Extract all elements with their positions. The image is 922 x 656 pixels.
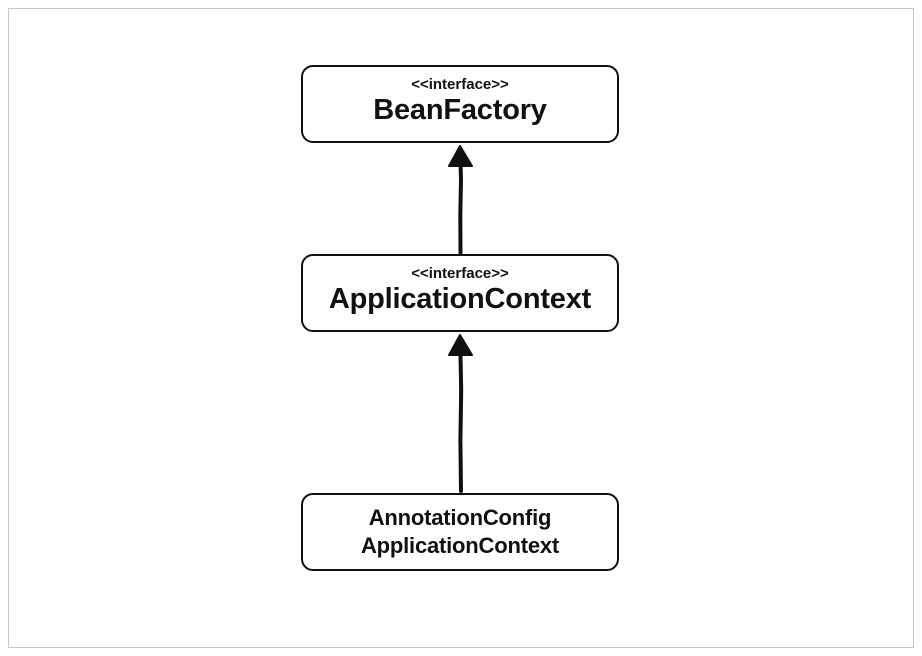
node-name: ApplicationContext [328,283,592,315]
node-applicationcontext: <<interface>> ApplicationContext [301,254,619,332]
node-stereotype: <<interface>> [411,265,509,282]
node-annotationconfigapplicationcontext: AnnotationConfig ApplicationContext [301,493,619,571]
node-name: BeanFactory [373,94,547,126]
node-name-line-1: AnnotationConfig [368,505,552,530]
node-stereotype: <<interface>> [411,76,509,93]
node-name-line-2: ApplicationContext [360,533,560,558]
node-beanfactory: <<interface>> BeanFactory [301,65,619,143]
